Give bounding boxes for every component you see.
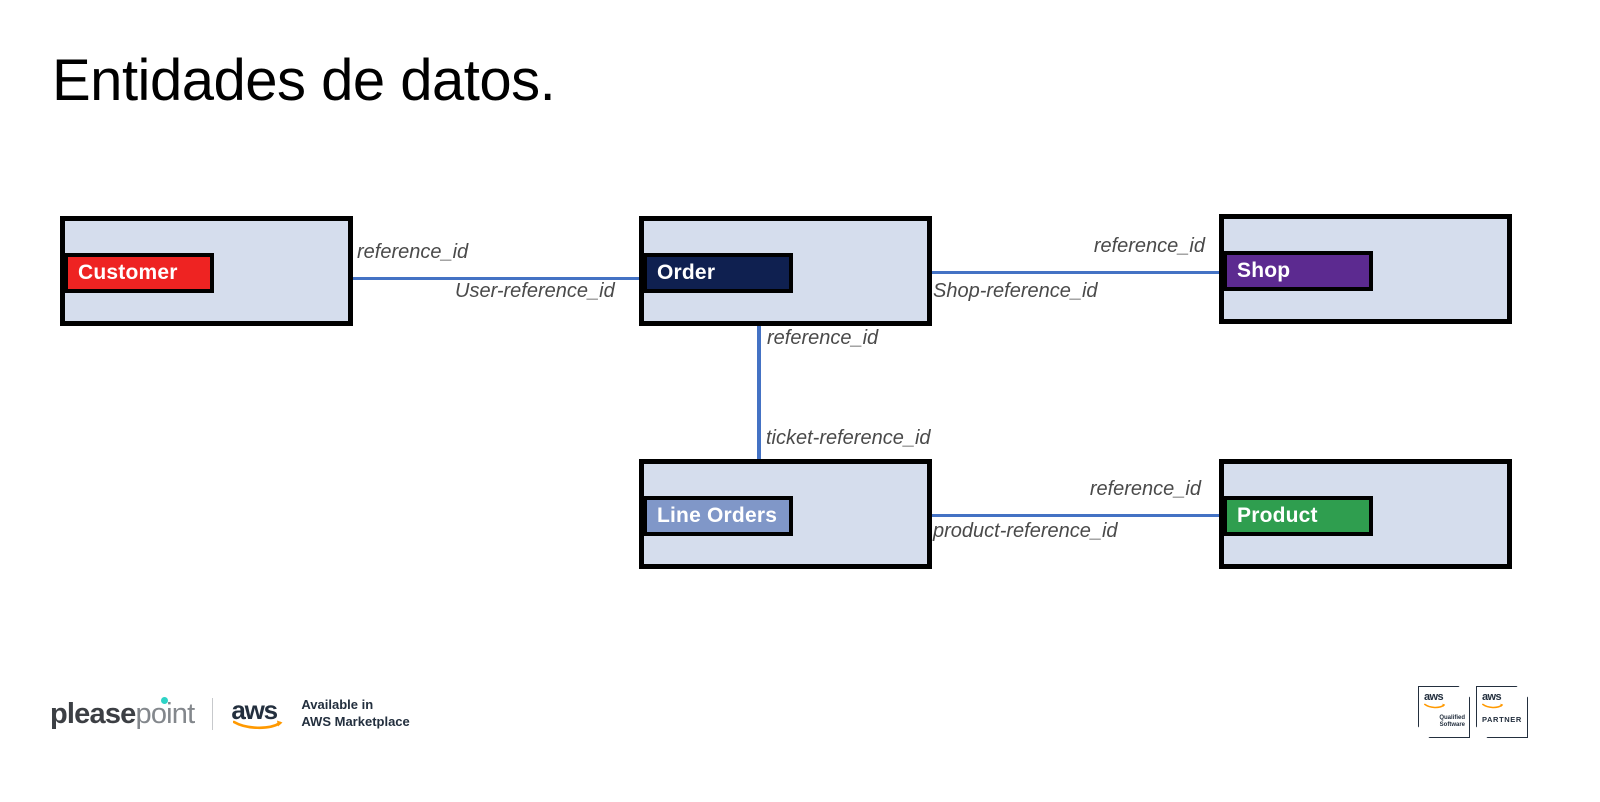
entity-product-label-text: Product [1237, 504, 1318, 527]
entity-shop-label-tag: Shop [1223, 251, 1373, 291]
brand-lockup: pleasepoint aws Available in AWS Marketp… [50, 694, 410, 734]
badge-aws-wordmark: aws [1424, 691, 1444, 703]
badge-qualified-software: aws Qualified Software [1418, 686, 1470, 738]
entity-shop-label-text: Shop [1237, 259, 1291, 282]
entity-order[interactable]: Order [639, 216, 932, 326]
entity-order-label-text: Order [657, 261, 716, 284]
aws-wordmark: aws [231, 695, 278, 725]
aws-marketplace-line1: Available in [301, 697, 374, 713]
aws-logo-icon: aws [231, 697, 289, 731]
aws-marketplace-text: Available in AWS Marketplace [301, 697, 409, 730]
entity-order-label-tag: Order [643, 253, 793, 293]
brand-divider [212, 698, 214, 730]
footer: pleasepoint aws Available in AWS Marketp… [0, 680, 1600, 750]
badge-caption-line2: Software [1439, 721, 1465, 728]
edge-label-customer-order-bottom: User-reference_id [455, 280, 615, 302]
badge-partner-caption: PARTNER [1482, 715, 1522, 724]
edge-label-order-shop-bottom: Shop-reference_id [933, 280, 1098, 302]
aws-badges: aws Qualified Software aws PARTNER [1418, 686, 1528, 738]
entity-line-orders[interactable]: Line Orders [639, 459, 932, 569]
entity-customer-label-text: Customer [78, 261, 178, 284]
edge-label-lineorders-product-top: reference_id [1089, 478, 1201, 500]
edge-label-order-lineorders-bottom: ticket-reference_id [766, 427, 931, 449]
edge-label-order-shop-top: reference_id [1093, 235, 1205, 257]
connector-customer-order [353, 277, 639, 280]
badge-aws-smile-icon [1482, 703, 1504, 709]
badge-partner: aws PARTNER [1476, 686, 1528, 738]
badge-qualified-software-caption: Qualified Software [1439, 715, 1465, 729]
entity-shop[interactable]: Shop [1219, 214, 1512, 324]
aws-marketplace-line2: AWS Marketplace [301, 714, 410, 729]
entity-customer-label-tag: Customer [64, 253, 214, 293]
entity-product-label-tag: Product [1223, 496, 1373, 536]
pleasepoint-logo-bold: please [50, 697, 136, 730]
entity-line-orders-label-tag: Line Orders [643, 496, 793, 536]
entity-line-orders-label-text: Line Orders [657, 504, 778, 527]
badge-aws-wordmark: aws [1482, 691, 1502, 703]
entity-customer[interactable]: Customer [60, 216, 353, 326]
entity-product[interactable]: Product [1219, 459, 1512, 569]
badge-aws-smile-icon [1424, 703, 1446, 709]
connector-lineorders-product [925, 514, 1219, 517]
pleasepoint-dot-icon [161, 696, 169, 704]
connector-order-lineorders [757, 322, 761, 467]
connector-order-shop [925, 271, 1219, 274]
pleasepoint-logo: pleasepoint [50, 696, 196, 730]
pleasepoint-logo-light: point [135, 697, 196, 730]
edge-label-customer-order-top: reference_id [357, 241, 469, 263]
aws-smile-icon [233, 720, 283, 730]
page-title: Entidades de datos. [52, 48, 556, 113]
badge-caption-line1: Qualified [1439, 715, 1465, 721]
edge-label-lineorders-product-bottom: product-reference_id [933, 520, 1118, 542]
edge-label-order-lineorders-top: reference_id [767, 327, 879, 349]
